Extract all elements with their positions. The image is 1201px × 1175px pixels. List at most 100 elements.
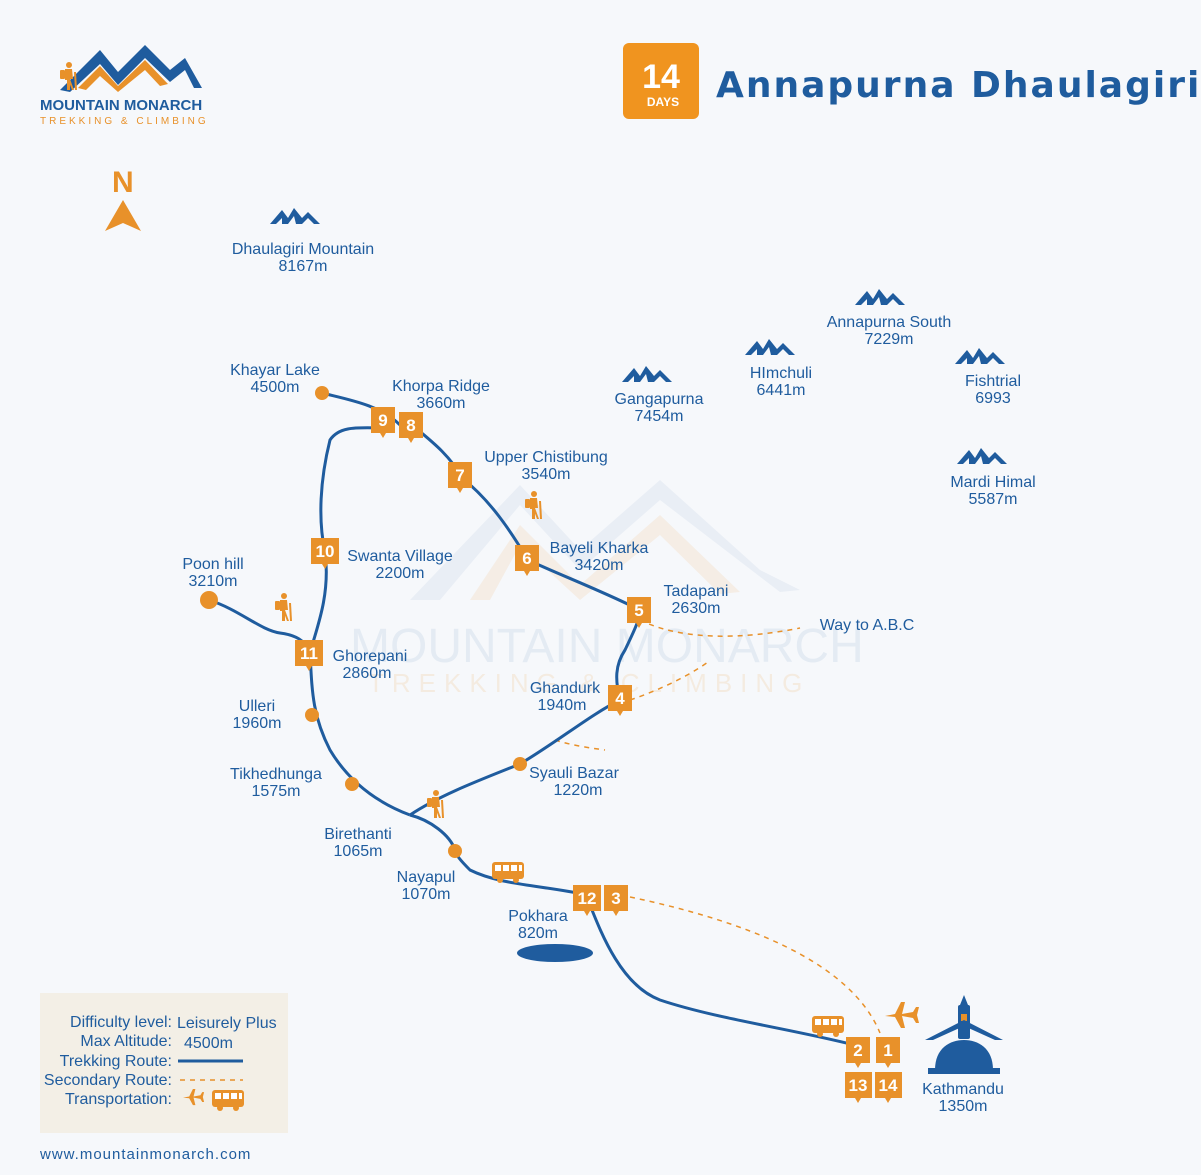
place-name: Khorpa Ridge <box>392 378 490 395</box>
waypoints <box>200 386 527 858</box>
place-name: Pokhara <box>508 908 568 925</box>
compass-label: N <box>112 166 134 199</box>
svg-text:4: 4 <box>615 689 625 708</box>
legend: Difficulty level: Leisurely Plus Max Alt… <box>40 993 288 1133</box>
place-altitude: 2860m <box>343 665 392 682</box>
place-name: Birethanti <box>324 826 392 843</box>
watermark: MOUNTAIN MONARCH TREKKING & CLIMBING <box>350 480 864 698</box>
mountain-icon <box>622 366 672 382</box>
waypoint-syauli-bazar <box>513 757 527 771</box>
phewa-lake-icon <box>517 944 593 962</box>
place-name: Khayar Lake <box>230 362 320 379</box>
place-name: Ghandurk <box>530 680 601 697</box>
place-name: Ghorepani <box>333 648 408 665</box>
mountain-altitude: 6993 <box>975 390 1011 407</box>
place-altitude: 1960m <box>233 715 282 732</box>
place-name: Upper Chistibung <box>484 449 608 466</box>
place-altitude: 3660m <box>417 395 466 412</box>
place-altitude: 1065m <box>334 843 383 860</box>
place-name: Way to A.B.C <box>820 617 915 634</box>
day-marker-14: 14 <box>875 1072 902 1103</box>
legend-difficulty-value: Leisurely Plus <box>177 1015 277 1032</box>
secondary-route-flight <box>629 896 881 1034</box>
brand-name: MOUNTAIN MONARCH <box>40 97 202 114</box>
day-marker-9: 9 <box>371 407 395 438</box>
mountain-altitude: 6441m <box>757 382 806 399</box>
hiker-icon <box>275 593 292 621</box>
place-altitude: 1070m <box>402 886 451 903</box>
waypoint-khayar-lake <box>315 386 329 400</box>
place-name: Bayeli Kharka <box>550 540 649 557</box>
day-marker-3: 3 <box>604 885 628 916</box>
route-nayapul-birethanti <box>409 813 457 851</box>
day-marker-8: 8 <box>399 412 423 443</box>
place-name: Kathmandu <box>922 1081 1004 1098</box>
mountain-name: Dhaulagiri Mountain <box>232 241 374 258</box>
svg-text:9: 9 <box>378 411 387 430</box>
mountain-name: HImchuli <box>750 365 812 382</box>
brand-logo: MOUNTAIN MONARCH TREKKING & CLIMBING <box>40 45 206 127</box>
day-marker-11: 11 <box>295 640 323 671</box>
stupa-icon <box>925 995 1003 1074</box>
waypoint-tikhedhunga <box>345 777 359 791</box>
place-name: Tikhedhunga <box>230 766 322 783</box>
svg-text:3: 3 <box>611 889 620 908</box>
day-marker-12: 12 <box>573 885 601 916</box>
place-name: Ulleri <box>239 698 275 715</box>
route-khorpa-swanta <box>319 426 386 553</box>
waypoint-ulleri <box>305 708 319 722</box>
day-marker-10: 10 <box>311 538 339 569</box>
svg-text:14: 14 <box>879 1076 898 1095</box>
mountain-icon <box>957 448 1007 464</box>
hiker-icon <box>427 790 444 818</box>
secondary-route-abc <box>639 619 801 637</box>
svg-text:12: 12 <box>578 889 597 908</box>
north-compass: N <box>105 166 141 231</box>
mountain-name: Annapurna South <box>827 314 952 331</box>
place-altitude: 1220m <box>554 782 603 799</box>
svg-text:6: 6 <box>522 549 531 568</box>
watermark-name: MOUNTAIN MONARCH <box>350 620 864 673</box>
website-url: www.mountainmonarch.com <box>39 1146 251 1163</box>
place-name: Tadapani <box>664 583 729 600</box>
days-number: 14 <box>642 58 680 96</box>
svg-text:11: 11 <box>300 644 318 663</box>
place-labels: Khayar Lake 4500m Khorpa Ridge 3660m Upp… <box>182 362 1004 1115</box>
place-altitude: 1940m <box>538 697 587 714</box>
svg-text:1: 1 <box>883 1041 892 1060</box>
day-marker-1: 1 <box>876 1037 900 1068</box>
mountain-name: Gangapurna <box>615 391 704 408</box>
place-name: Syauli Bazar <box>529 765 619 782</box>
svg-text:7: 7 <box>455 466 464 485</box>
day-marker-6: 6 <box>515 545 539 576</box>
place-altitude: 3420m <box>575 557 624 574</box>
day-marker-13: 13 <box>845 1072 872 1103</box>
svg-text:10: 10 <box>316 542 335 561</box>
route-poonhill-ghorepani <box>208 598 312 653</box>
place-altitude: 3210m <box>189 573 238 590</box>
svg-text:2: 2 <box>853 1041 862 1060</box>
place-altitude: 3540m <box>522 466 571 483</box>
place-altitude: 2200m <box>376 565 425 582</box>
mountain-altitude: 7229m <box>865 331 914 348</box>
mountain-icon <box>745 339 795 355</box>
place-altitude: 1575m <box>252 783 301 800</box>
waypoint-poon-hill <box>200 591 218 609</box>
legend-secondary-label: Secondary Route: <box>44 1072 172 1089</box>
day-marker-5: 5 <box>627 597 651 628</box>
mountain-name: Mardi Himal <box>950 474 1035 491</box>
legend-difficulty-label: Difficulty level: <box>70 1014 172 1031</box>
route-kathmandu-pokhara <box>586 899 867 1050</box>
mountain-icon <box>955 348 1005 364</box>
place-altitude: 4500m <box>251 379 300 396</box>
legend-transport-label: Transportation: <box>65 1091 172 1108</box>
days-label: DAYS <box>647 95 679 109</box>
place-altitude: 1350m <box>939 1098 988 1115</box>
mountain-altitude: 5587m <box>969 491 1018 508</box>
place-name: Swanta Village <box>347 548 453 565</box>
header: 14 DAYS Annapurna Dhaulagiri Trek <box>623 43 1201 119</box>
bus-icon <box>812 1016 844 1037</box>
svg-text:13: 13 <box>849 1076 868 1095</box>
mountain-icon <box>270 208 320 224</box>
